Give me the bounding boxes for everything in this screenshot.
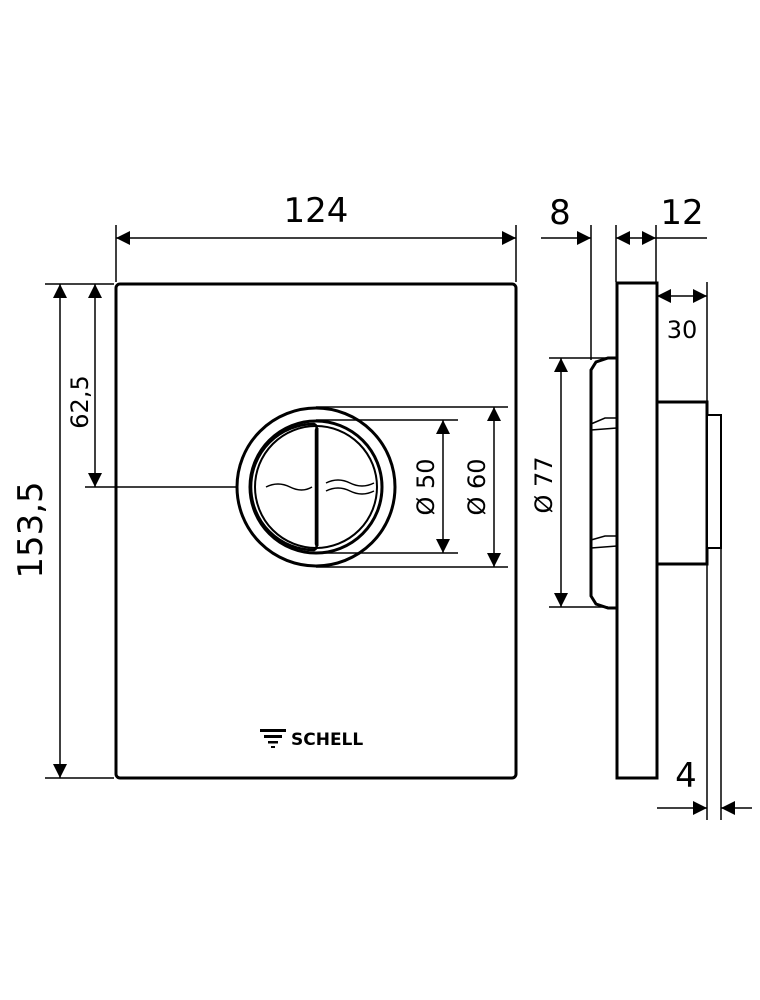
svg-text:153,5: 153,5 xyxy=(11,481,51,578)
svg-text:Ø 60: Ø 60 xyxy=(463,458,491,515)
dim-button-diameters: Ø 50 Ø 60 xyxy=(316,406,508,568)
side-view xyxy=(589,281,722,780)
svg-text:4: 4 xyxy=(675,756,697,796)
dim-depths-top: 8 12 xyxy=(541,193,707,360)
dim-cap-depth: 4 xyxy=(657,548,752,820)
large-flush-wave-icon xyxy=(325,479,375,495)
svg-text:8: 8 xyxy=(549,193,571,233)
logo-text: SCHELL xyxy=(291,730,363,750)
flush-button xyxy=(235,406,397,568)
svg-text:12: 12 xyxy=(660,193,703,233)
dim-button-offset: 62,5 xyxy=(66,284,238,488)
dim-height: 153,5 xyxy=(11,283,114,779)
svg-text:Ø 50: Ø 50 xyxy=(412,458,440,515)
svg-text:62,5: 62,5 xyxy=(66,375,94,428)
dim-box-depth: 30 xyxy=(657,282,708,820)
svg-text:Ø 77: Ø 77 xyxy=(530,456,558,513)
dim-boss-diameter: Ø 77 xyxy=(530,357,608,608)
dim-width: 124 xyxy=(115,191,517,282)
schell-logo: SCHELL xyxy=(260,729,363,750)
svg-text:30: 30 xyxy=(667,316,698,344)
svg-text:124: 124 xyxy=(284,191,349,231)
small-flush-wave-icon xyxy=(265,483,313,491)
